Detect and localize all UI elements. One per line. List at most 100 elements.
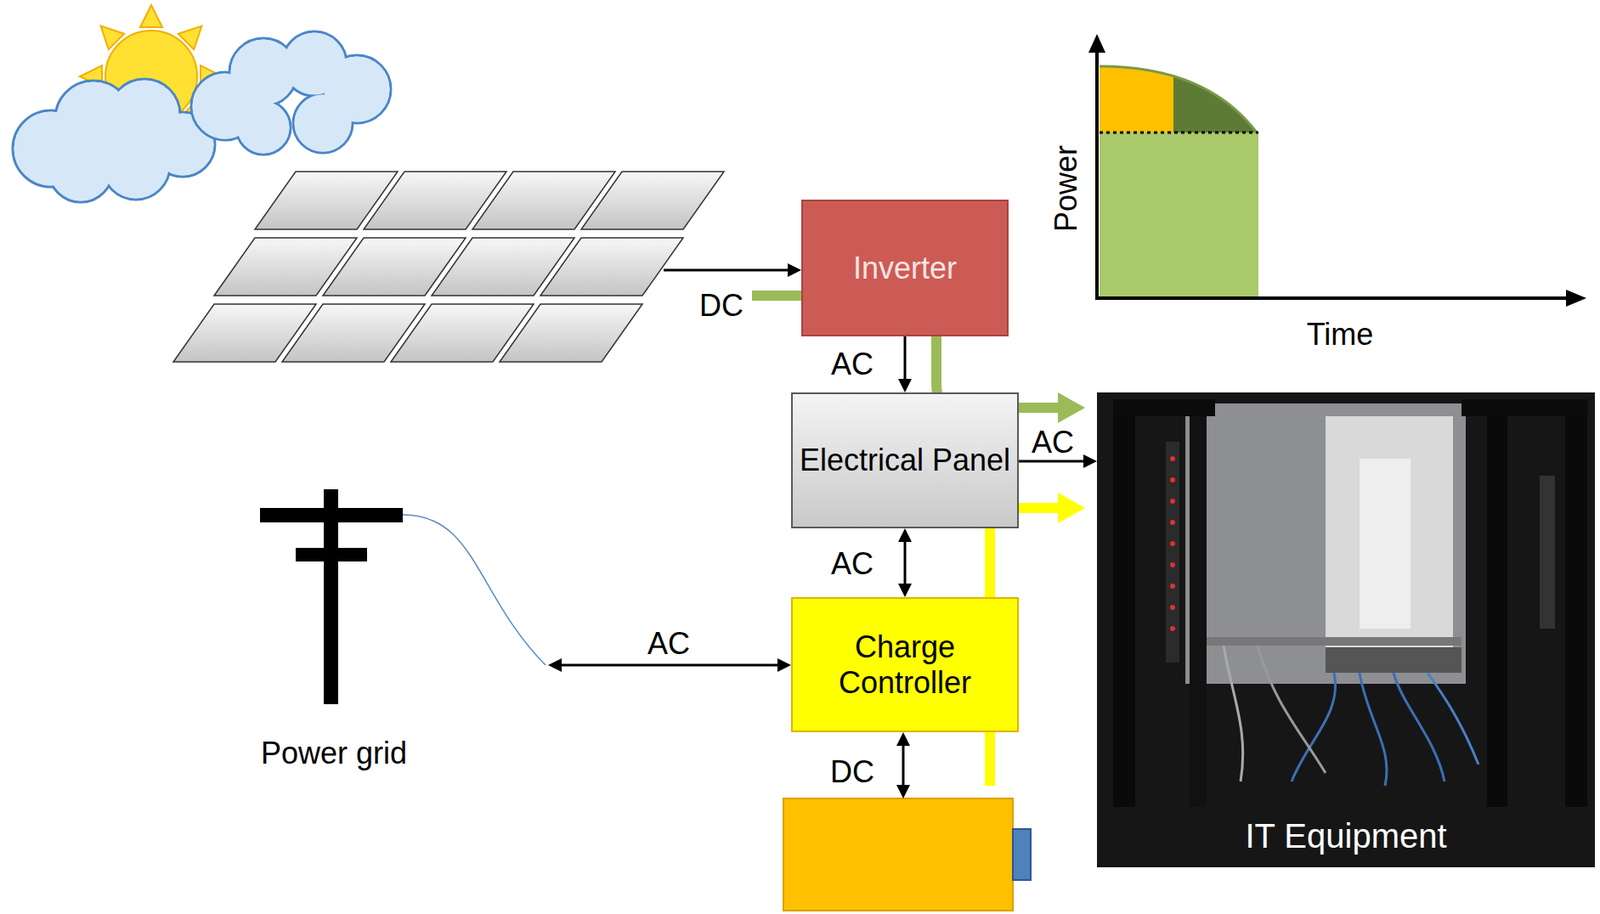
power-chart-part xyxy=(1566,289,1587,307)
arrow-head xyxy=(548,658,562,673)
equipment-photo-part-part xyxy=(1223,645,1244,782)
connector-label: AC xyxy=(647,628,690,660)
dc-wire-part xyxy=(902,745,905,786)
power-grid-node: Power grid xyxy=(246,484,549,778)
battery-part xyxy=(1012,829,1031,881)
node-text: Inverter xyxy=(853,250,957,286)
dc-wire-part xyxy=(787,263,802,278)
cloud-part xyxy=(191,31,391,155)
power-pole-part xyxy=(295,548,368,562)
equipment-photo-part xyxy=(1325,416,1454,672)
cloud xyxy=(191,31,391,155)
equipment-photo-part xyxy=(1113,399,1216,417)
cloud-part xyxy=(12,79,215,203)
power-chart-part xyxy=(1099,66,1257,133)
connector-label: AC xyxy=(831,349,874,380)
node-text: Electrical Panel xyxy=(799,442,1011,478)
equipment-photo-part xyxy=(1486,399,1508,808)
power-chart-part xyxy=(1099,131,1259,135)
dc-wire xyxy=(896,732,911,799)
equipment-photo-part-part xyxy=(1170,477,1176,483)
ac-connector xyxy=(548,658,792,673)
arrow-head xyxy=(898,528,912,543)
power-chart-part xyxy=(1095,50,1099,300)
wire-label: DC xyxy=(699,290,744,322)
equipment-photo-part-part xyxy=(1359,672,1387,786)
cloud-part xyxy=(192,33,391,154)
axis-label: Power xyxy=(1051,145,1082,232)
controller-box: Charge Controller xyxy=(791,597,1019,733)
cloud-part-part xyxy=(294,95,352,153)
equipment-photo-part-part xyxy=(1170,562,1176,568)
equipment-photo-part xyxy=(1359,458,1411,629)
equipment-photo-part xyxy=(1206,637,1462,646)
equipment-photo-part xyxy=(1113,399,1136,808)
equipment-photo-part-part xyxy=(1257,645,1326,774)
equipment-photo-part-part xyxy=(1170,541,1176,547)
power-pole xyxy=(260,489,546,705)
battery xyxy=(783,798,1031,911)
node-text: IT Equipment xyxy=(1244,816,1447,856)
flow-arrow-part xyxy=(1057,492,1086,524)
equipment-photo-part xyxy=(1189,407,1207,808)
equipment-photo-part xyxy=(1325,647,1462,673)
equipment-photo-part-part xyxy=(1291,672,1336,782)
power-pole-part xyxy=(260,508,403,523)
equipment-photo-part xyxy=(1223,645,1479,786)
power-chart-part xyxy=(1099,66,1174,133)
power-pole-part xyxy=(402,514,546,666)
equipment-photo xyxy=(1096,392,1595,868)
equipment-photo-part xyxy=(1461,399,1588,417)
dc-wire-part xyxy=(896,732,911,747)
solar-panels-part xyxy=(499,304,643,362)
connector-label: AC xyxy=(831,548,874,580)
dc-wire xyxy=(663,263,802,278)
cloud-part-part xyxy=(50,139,113,202)
cloud-part xyxy=(14,80,215,202)
dc-wire-part xyxy=(896,785,911,799)
axis-label: Time xyxy=(1306,319,1374,351)
connector-line xyxy=(1018,460,1085,464)
wire-label: DC xyxy=(830,757,875,788)
arrow-head xyxy=(898,583,912,598)
equipment-photo-part-part xyxy=(1170,498,1176,504)
power-chart-part xyxy=(1088,33,1106,53)
equipment-photo-part-part xyxy=(1170,520,1176,526)
equipment-photo-part-part xyxy=(1170,626,1176,632)
equipment-photo-part-part xyxy=(1393,672,1445,782)
cloud-part-part xyxy=(103,133,170,199)
power-chart-part xyxy=(1099,132,1259,297)
power-chart-part xyxy=(1095,296,1568,300)
solar-panels xyxy=(173,171,724,362)
arrow-head xyxy=(777,658,792,673)
cloud-part-part xyxy=(237,101,290,154)
power-chart xyxy=(1088,33,1587,307)
equipment-photo-part xyxy=(1565,399,1588,808)
flow-arrow-part xyxy=(1057,392,1086,424)
equipment-photo-part xyxy=(1165,441,1180,663)
node-text: Charge Controller xyxy=(792,629,1018,701)
cloud xyxy=(12,79,215,203)
connector-line xyxy=(904,541,907,585)
equipment-photo-part-part xyxy=(1170,604,1176,611)
arrow-head xyxy=(898,378,912,393)
connector-label: AC xyxy=(1031,427,1075,458)
connector-line xyxy=(560,664,779,668)
equipment-photo-part xyxy=(1096,392,1595,868)
equipment-photo-box: IT Equipment xyxy=(1096,392,1595,868)
connector-line xyxy=(904,336,907,380)
solar-panels-part xyxy=(581,171,724,230)
sun-part xyxy=(140,5,163,28)
node-text: Power grid xyxy=(246,735,422,771)
panel-box: Electrical Panel xyxy=(791,392,1019,529)
ac-connector xyxy=(898,528,912,598)
power-chart-part xyxy=(1099,66,1257,133)
arrow-head xyxy=(1083,454,1097,469)
battery-part xyxy=(783,798,1013,911)
equipment-photo-part xyxy=(1185,403,1466,685)
inverter-box: Inverter xyxy=(801,199,1009,337)
equipment-photo-part-part xyxy=(1170,583,1176,589)
equipment-photo-part xyxy=(1170,456,1176,632)
solar-panels-part xyxy=(540,237,684,296)
